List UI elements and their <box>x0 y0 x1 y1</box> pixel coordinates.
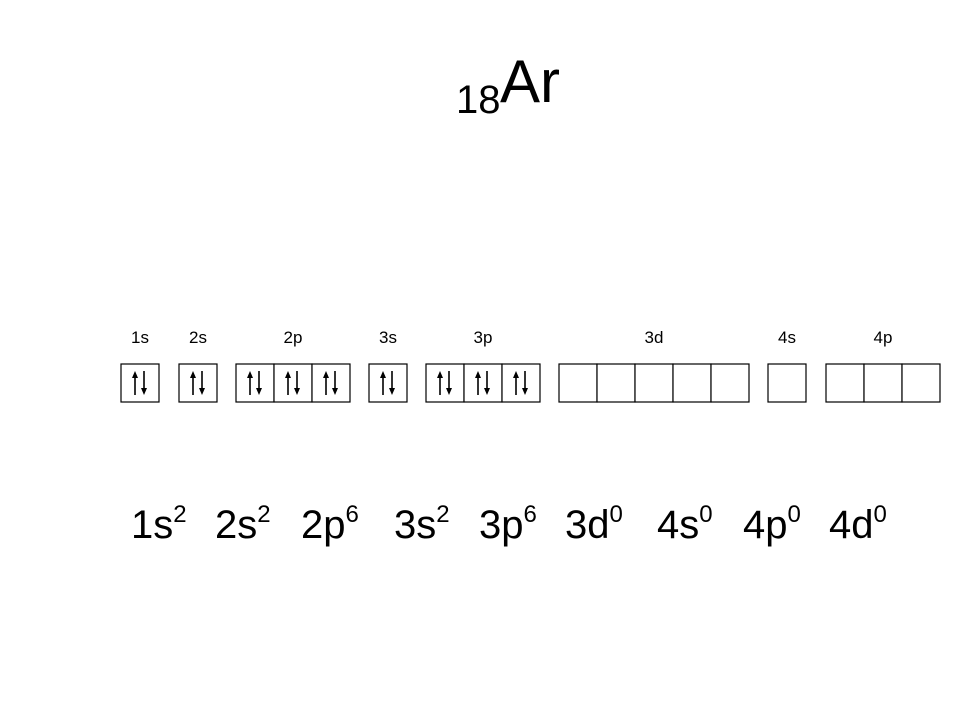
atomic-number: 18 <box>456 78 501 122</box>
config-term-4d: 4d0 <box>829 501 887 547</box>
spin-down-arrow-icon <box>446 371 452 395</box>
spin-down-arrow-icon <box>256 371 262 395</box>
subshell-label-3d: 3d <box>645 328 664 347</box>
spin-up-arrow-icon <box>190 371 196 395</box>
orbital-box-2p-3 <box>311 363 351 403</box>
spin-up-arrow-icon <box>513 371 519 395</box>
spin-up-arrow-icon <box>437 371 443 395</box>
subshell-label-2s: 2s <box>189 328 207 347</box>
orbital-box-3d-1 <box>558 363 598 403</box>
subshell-label-1s: 1s <box>131 328 149 347</box>
spin-down-arrow-icon <box>522 371 528 395</box>
orbital-box-3p-2 <box>463 363 503 403</box>
config-term-3d: 3d0 <box>565 501 623 547</box>
spin-down-arrow-icon <box>199 371 205 395</box>
subshell-label-4p: 4p <box>874 328 893 347</box>
spin-down-arrow-icon <box>484 371 490 395</box>
spin-down-arrow-icon <box>389 371 395 395</box>
orbital-box-3s-1 <box>368 363 408 403</box>
subshell-label-3s: 3s <box>379 328 397 347</box>
config-term-3p: 3p6 <box>479 501 537 547</box>
spin-down-arrow-icon <box>141 371 147 395</box>
orbital-box-4p-1 <box>825 363 865 403</box>
orbital-box-3p-1 <box>425 363 465 403</box>
subshell-label-4s: 4s <box>778 328 796 347</box>
spin-down-arrow-icon <box>294 371 300 395</box>
spin-up-arrow-icon <box>247 371 253 395</box>
subshell-label-3p: 3p <box>474 328 493 347</box>
subshell-label-2p: 2p <box>284 328 303 347</box>
spin-up-arrow-icon <box>380 371 386 395</box>
config-term-4s: 4s0 <box>657 501 713 547</box>
config-term-2p: 2p6 <box>301 501 359 547</box>
spin-up-arrow-icon <box>132 371 138 395</box>
orbital-box-3p-3 <box>501 363 541 403</box>
element-symbol: Ar <box>500 48 560 115</box>
orbital-box-3d-2 <box>596 363 636 403</box>
orbital-box-3d-4 <box>672 363 712 403</box>
orbital-box-2p-2 <box>273 363 313 403</box>
orbital-box-4s-1 <box>767 363 807 403</box>
config-term-2s: 2s2 <box>215 501 271 547</box>
orbital-box-2s-1 <box>178 363 218 403</box>
orbital-box-3d-3 <box>634 363 674 403</box>
spin-up-arrow-icon <box>323 371 329 395</box>
config-term-1s: 1s2 <box>131 501 187 547</box>
config-term-4p: 4p0 <box>743 501 801 547</box>
orbital-box-1s-1 <box>120 363 160 403</box>
config-term-3s: 3s2 <box>394 501 450 547</box>
orbital-box-2p-1 <box>235 363 275 403</box>
spin-down-arrow-icon <box>332 371 338 395</box>
orbital-box-3d-5 <box>710 363 750 403</box>
spin-up-arrow-icon <box>285 371 291 395</box>
orbital-box-4p-3 <box>901 363 941 403</box>
spin-up-arrow-icon <box>475 371 481 395</box>
orbital-box-4p-2 <box>863 363 903 403</box>
